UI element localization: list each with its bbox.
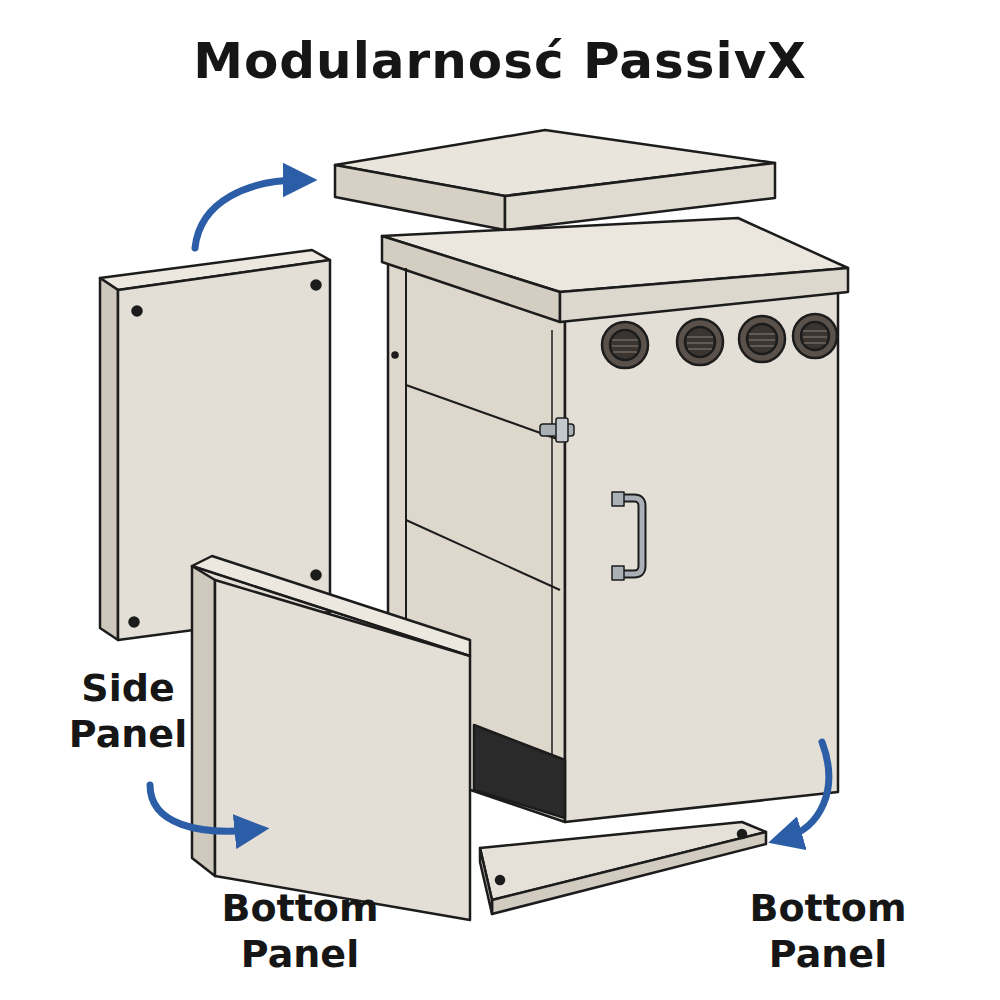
diagram-title: Modularnosć PassivX xyxy=(0,32,1000,90)
part-label: Bottom Panel xyxy=(210,886,390,977)
part-label: Side Panel xyxy=(48,666,208,757)
part-label: Bottom Panel xyxy=(738,886,918,977)
